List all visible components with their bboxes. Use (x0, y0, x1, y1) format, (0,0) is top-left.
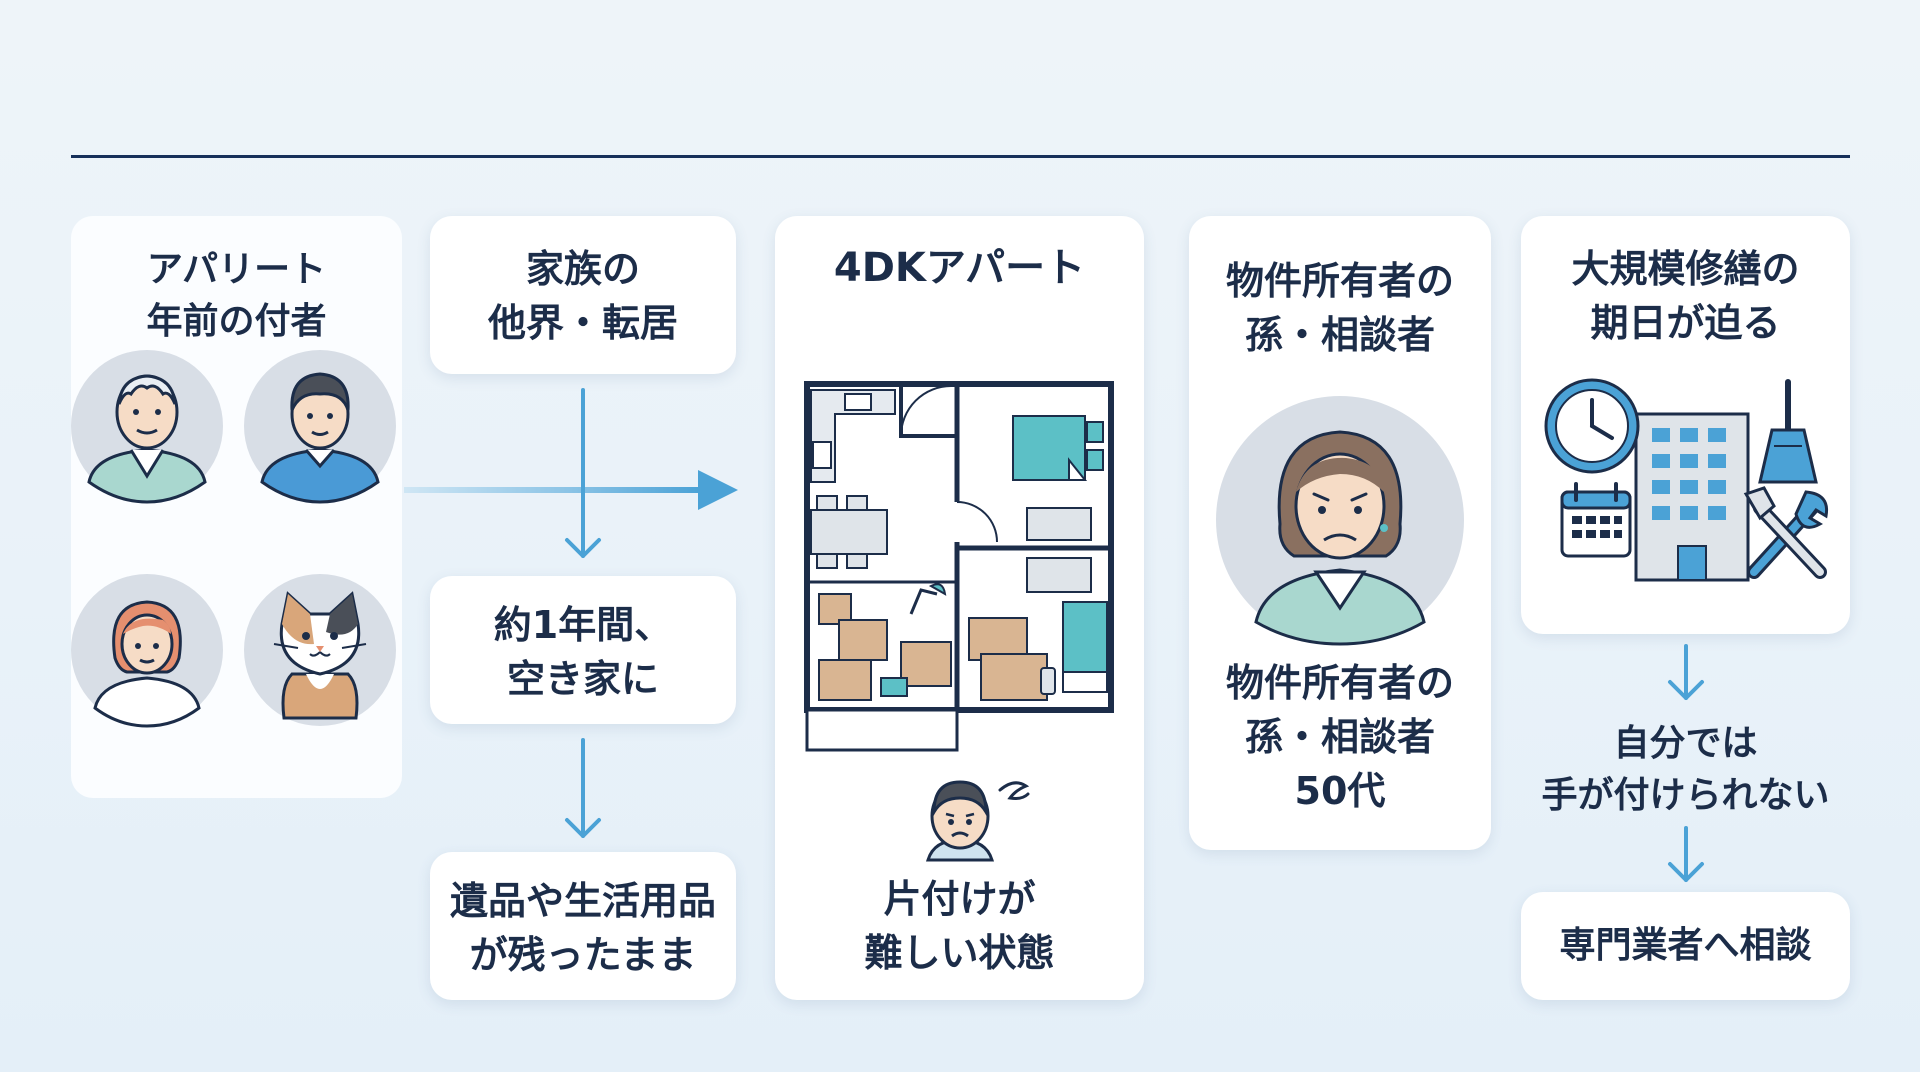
cat-icon (244, 574, 396, 726)
repair-arrow-down-1 (1668, 644, 1704, 700)
flow-arrow-right (404, 470, 738, 510)
repair-illustration (1544, 378, 1829, 582)
flow-arrow-down-1 (565, 388, 601, 558)
header-divider (71, 155, 1850, 158)
repair-title: 大規模修繕の 期日が迫る (1571, 247, 1800, 345)
flow-arrow-down-2 (565, 738, 601, 838)
consult-label: 専門業者へ相談 (1559, 925, 1812, 966)
consult-card: 専門業者へ相談 (1521, 892, 1850, 1000)
floor-plan-icon (804, 381, 1114, 752)
family-event-card: 家族の 他界・転居 (430, 216, 736, 374)
family-event-label: 家族の 他界・転居 (487, 247, 678, 345)
leftover-items-card: 遺品や生活用品 が残ったまま (430, 852, 736, 1000)
vacancy-label: 約1年間、 空き家に (493, 603, 673, 701)
leftover-items-label: 遺品や生活用品 が残ったまま (449, 879, 716, 977)
apartment-title: 4DKアパート (833, 245, 1086, 291)
worried-woman-icon (1216, 396, 1464, 646)
worried-face-icon (925, 780, 1030, 862)
clock-icon (1544, 378, 1640, 474)
elderly-man-icon (71, 350, 223, 504)
residents-label: アパリート 年前の付者 (146, 249, 327, 342)
building-icon (1634, 412, 1750, 582)
vacancy-card: 約1年間、 空き家に (430, 576, 736, 724)
cannot-handle-label: 自分では 手が付けられない (1541, 723, 1830, 816)
broom-icon (1758, 379, 1818, 484)
apartment-status: 片付けが 難しい状態 (864, 877, 1055, 975)
woman-icon (71, 574, 223, 728)
repair-arrow-down-2 (1668, 826, 1704, 882)
tools-icon (1743, 486, 1829, 579)
man-icon (244, 350, 396, 504)
calendar-icon (1560, 482, 1632, 558)
owner-caption: 物件所有者の 孫・相談者 50代 (1225, 661, 1454, 813)
owner-title: 物件所有者の 孫・相談者 (1225, 259, 1454, 357)
